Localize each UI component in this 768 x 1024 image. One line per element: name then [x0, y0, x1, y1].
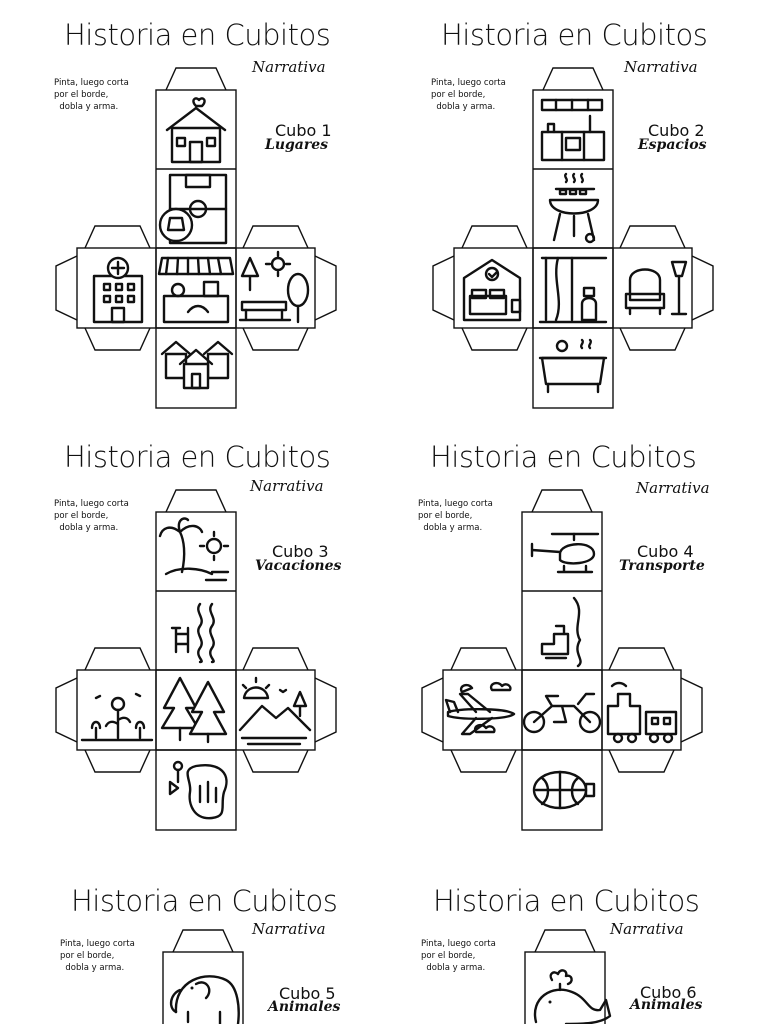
cube-net-2: [432, 67, 714, 409]
cube-panel-1: Historia en Cubitos Narrativa Pinta, lue…: [0, 0, 384, 430]
cube-net-6: [524, 929, 612, 1024]
elephant-icon: [169, 975, 240, 1024]
cube-number: Cubo 2: [648, 121, 705, 140]
lake-icon: [168, 760, 228, 820]
subtitle: Narrativa: [252, 58, 326, 76]
cube-category: Animales: [268, 999, 341, 1015]
airplane-icon: [444, 681, 516, 736]
instructions-text: Pinta, luego corta por el borde, dobla y…: [60, 939, 135, 973]
cube-panel-4: Historia en Cubitos Narrativa Pinta, lue…: [366, 422, 760, 852]
cube-panel-6: Historia en Cubitos Narrativa Pinta, lue…: [376, 862, 760, 1024]
house-heart-icon: [165, 97, 227, 164]
cube-category: Animales: [630, 997, 703, 1013]
mountain-sunset-icon: [238, 676, 312, 746]
train-icon: [606, 681, 678, 744]
neighborhood-houses-icon: [160, 340, 234, 390]
cube-number: Cubo 5: [279, 984, 336, 1003]
cube-category: Transporte: [619, 558, 705, 574]
hospital-icon: [92, 256, 144, 324]
page-title: Historia en Cubitos: [430, 440, 697, 474]
cube-panel-3: Historia en Cubitos Narrativa Pinta, lue…: [0, 422, 384, 852]
palm-beach-icon: [158, 517, 230, 582]
soccer-field-ball-icon: [158, 173, 228, 245]
cube-number: Cubo 4: [637, 542, 694, 561]
instructions-text: Pinta, luego corta por el borde, dobla y…: [431, 78, 506, 112]
garden-flowers-icon: [80, 692, 154, 742]
hot-air-balloon-icon: [532, 770, 596, 810]
market-stall-icon: [157, 256, 235, 324]
cube-number: Cubo 3: [272, 542, 329, 561]
helicopter-icon: [530, 532, 600, 574]
cube-net-5: [162, 929, 244, 1024]
page-title: Historia en Cubitos: [433, 884, 700, 918]
cube-net-1: [55, 67, 337, 409]
subtitle: Narrativa: [636, 479, 710, 497]
page-title: Historia en Cubitos: [64, 440, 331, 474]
instructions-text: Pinta, luego corta por el borde, dobla y…: [54, 499, 129, 533]
cube-number: Cubo 6: [640, 983, 697, 1002]
instructions-text: Pinta, luego corta por el borde, dobla y…: [54, 78, 129, 112]
cube-net-4: [421, 489, 703, 831]
page-title: Historia en Cubitos: [71, 884, 338, 918]
cube-category: Espacios: [638, 137, 707, 153]
kitchen-icon: [540, 98, 606, 162]
cube-category: Lugares: [265, 137, 329, 153]
subtitle: Narrativa: [624, 58, 698, 76]
subtitle: Narrativa: [610, 920, 684, 938]
instructions-text: Pinta, luego corta por el borde, dobla y…: [418, 499, 493, 533]
cube-category: Vacaciones: [255, 558, 342, 574]
whale-icon: [533, 969, 612, 1024]
park-bench-tree-icon: [238, 250, 310, 324]
pool-ladder-icon: [170, 602, 215, 664]
bathroom-shower-icon: [538, 256, 608, 324]
motorcycle-icon: [522, 692, 602, 734]
cube-number: Cubo 1: [275, 121, 332, 140]
bathtub-icon: [538, 338, 608, 394]
ship-icon: [540, 596, 582, 668]
page-title: Historia en Cubitos: [441, 18, 708, 52]
barbecue-grill-icon: [548, 172, 600, 244]
bedroom-icon: [462, 258, 522, 322]
cube-panel-5: Historia en Cubitos Narrativa Pinta, lue…: [0, 862, 384, 1024]
living-room-armchair-icon: [624, 260, 688, 316]
forest-pines-icon: [160, 676, 228, 744]
subtitle: Narrativa: [252, 920, 326, 938]
cube-net-3: [55, 489, 337, 831]
subtitle: Narrativa: [250, 477, 324, 495]
instructions-text: Pinta, luego corta por el borde, dobla y…: [421, 939, 496, 973]
page-title: Historia en Cubitos: [64, 18, 331, 52]
cube-panel-2: Historia en Cubitos Narrativa Pinta, lue…: [376, 0, 760, 430]
